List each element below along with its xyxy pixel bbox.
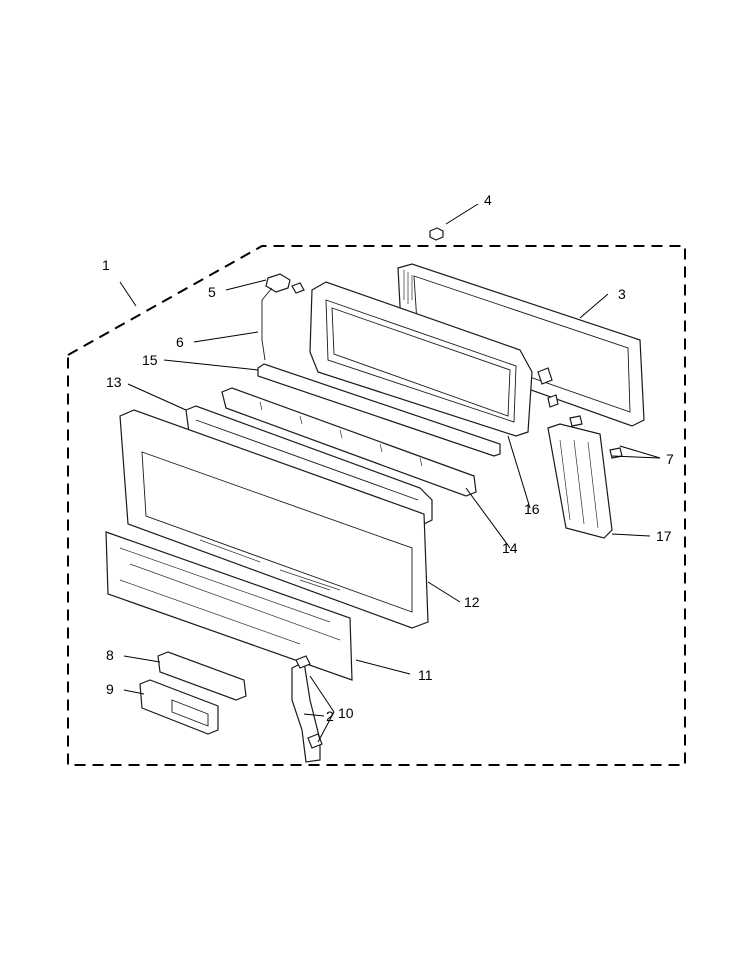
callout-labels: 1 2 3 4 5 6 7 8 9 10 11 12 13 14 15 16 1… (102, 192, 674, 724)
part-door-strip[interactable] (257, 363, 501, 457)
callout-16: 16 (524, 501, 540, 517)
callout-5: 5 (208, 284, 216, 300)
callout-8: 8 (106, 647, 114, 663)
callout-1: 1 (102, 257, 110, 273)
part-display-board[interactable] (139, 679, 219, 735)
assembly-boundary (67, 245, 686, 766)
callout-2: 2 (326, 708, 334, 724)
callout-10: 10 (338, 705, 354, 721)
callout-9: 9 (106, 681, 114, 697)
leader-lines (119, 203, 661, 743)
callout-14: 14 (502, 540, 518, 556)
callout-11: 11 (418, 667, 433, 683)
callout-7: 7 (666, 451, 674, 467)
part-glass-panel[interactable] (105, 531, 353, 681)
callout-3: 3 (618, 286, 626, 302)
part-door-window-panel[interactable] (309, 281, 533, 437)
part-outer-door-frame[interactable] (119, 409, 429, 629)
part-clip[interactable] (429, 227, 444, 241)
part-end-caps[interactable] (295, 655, 323, 749)
callout-6: 6 (176, 334, 184, 350)
callout-4: 4 (484, 192, 492, 208)
part-control-board[interactable] (157, 651, 247, 701)
part-wire-rod[interactable] (261, 287, 273, 361)
callout-12: 12 (464, 594, 480, 610)
callout-13: 13 (106, 374, 122, 390)
part-side-bracket[interactable] (547, 415, 623, 539)
callout-17: 17 (656, 528, 672, 544)
part-control-bracket[interactable] (221, 387, 477, 497)
part-hinge-bracket[interactable] (265, 273, 305, 294)
callout-15: 15 (142, 352, 158, 368)
